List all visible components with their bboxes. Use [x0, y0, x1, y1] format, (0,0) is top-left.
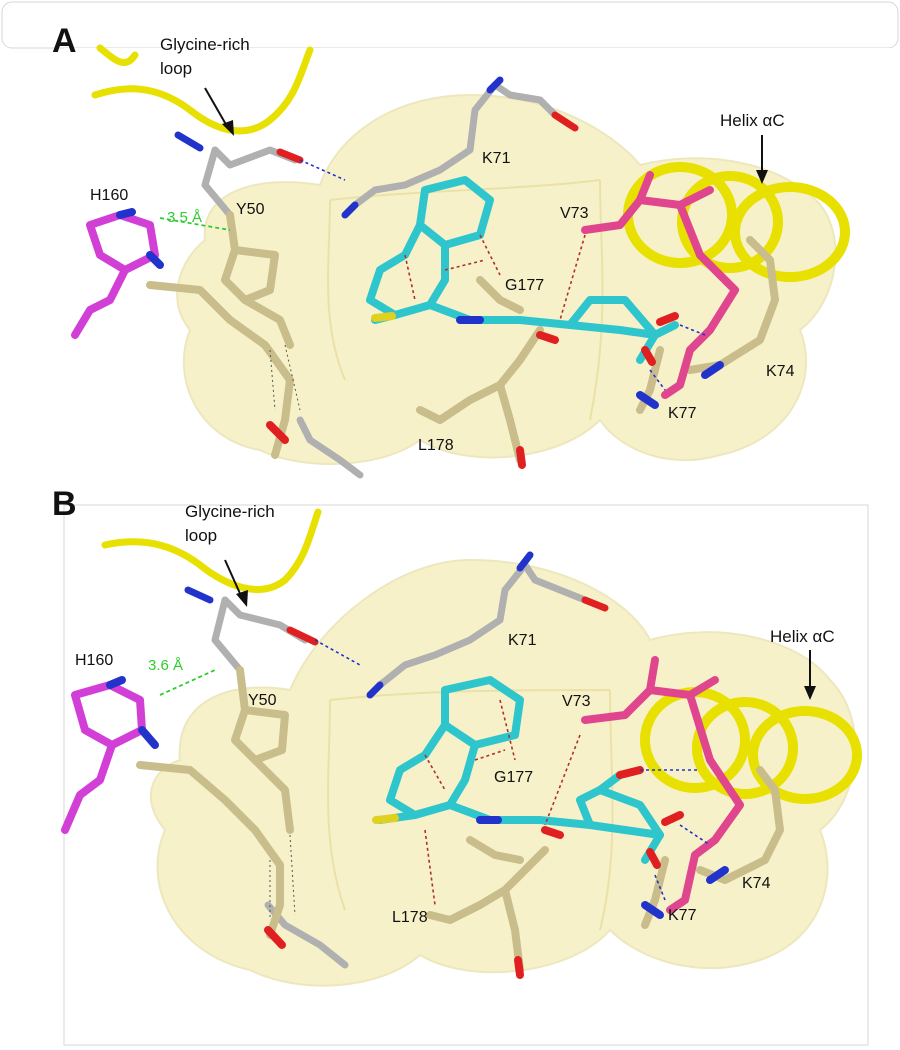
residue-label-k77: K77 — [668, 907, 697, 924]
panel-a: A Glycine-rich loop Helix αC 3.5 Å H160 … — [1, 1, 899, 488]
helix-label: Helix αC — [770, 627, 835, 646]
interaction-lines — [159, 639, 711, 920]
glycine-loop-ribbon — [101, 508, 322, 593]
residue-label-y50: Y50 — [248, 692, 277, 709]
glycine-loop-arrow — [224, 559, 243, 599]
binding-pocket-surface — [149, 558, 857, 987]
panel-b: B Glycine-rich loop Helix αC 3.6 Å H160 … — [52, 485, 869, 1046]
helix-label: Helix αC — [720, 111, 785, 130]
glycine-loop-arrowhead — [236, 590, 248, 607]
glycine-loop-label-line2: loop — [160, 59, 192, 78]
residue-label-k71: K71 — [482, 150, 511, 167]
distance-label: 3.6 Å — [148, 657, 183, 674]
tan-sticks — [146, 211, 779, 464]
interaction-lines — [159, 159, 706, 411]
glycine-loop-arrowhead — [222, 120, 234, 136]
ligand-heteroatoms — [264, 766, 729, 979]
ligand-heteroatoms — [266, 312, 724, 469]
distance-label: 3.5 Å — [167, 209, 202, 226]
residue-label-k77: K77 — [668, 405, 697, 422]
glycine-loop-arrow — [204, 87, 229, 129]
glycine-loop-label-line2: loop — [185, 526, 217, 545]
residue-label-v73: V73 — [562, 693, 591, 710]
panel-letter: A — [52, 22, 77, 60]
helix-arrowhead — [756, 170, 768, 184]
panel-b-frame — [63, 504, 869, 1046]
residue-label-k74: K74 — [742, 875, 771, 892]
pink-sticks — [581, 171, 739, 399]
glycine-loop-ribbon — [91, 46, 314, 135]
residue-label-l178: L178 — [418, 437, 454, 454]
glycine-loop-label-line1: Glycine-rich — [160, 35, 250, 54]
panel-letter: B — [52, 485, 77, 523]
glycine-loop-ribbon-top — [96, 44, 139, 66]
h160-sticks — [71, 208, 164, 339]
residue-label-k71: K71 — [508, 632, 537, 649]
helix-arrowhead — [804, 686, 816, 700]
residue-label-g177: G177 — [505, 277, 544, 294]
pink-sticks — [581, 656, 744, 914]
residue-label-g177: G177 — [494, 769, 533, 786]
residue-label-h160: H160 — [90, 187, 128, 204]
k71-heteroatoms — [174, 76, 579, 219]
k71-heteroatoms — [184, 551, 609, 699]
h160-sticks — [61, 676, 159, 834]
residue-label-h160: H160 — [75, 652, 113, 669]
panel-a-frame — [1, 1, 899, 49]
residue-label-v73: V73 — [560, 205, 589, 222]
residue-label-y50: Y50 — [236, 201, 265, 218]
residue-label-k74: K74 — [766, 363, 795, 380]
helix-coils — [623, 162, 850, 282]
glycine-loop-label-line1: Glycine-rich — [185, 502, 275, 521]
residue-label-l178: L178 — [392, 909, 428, 926]
